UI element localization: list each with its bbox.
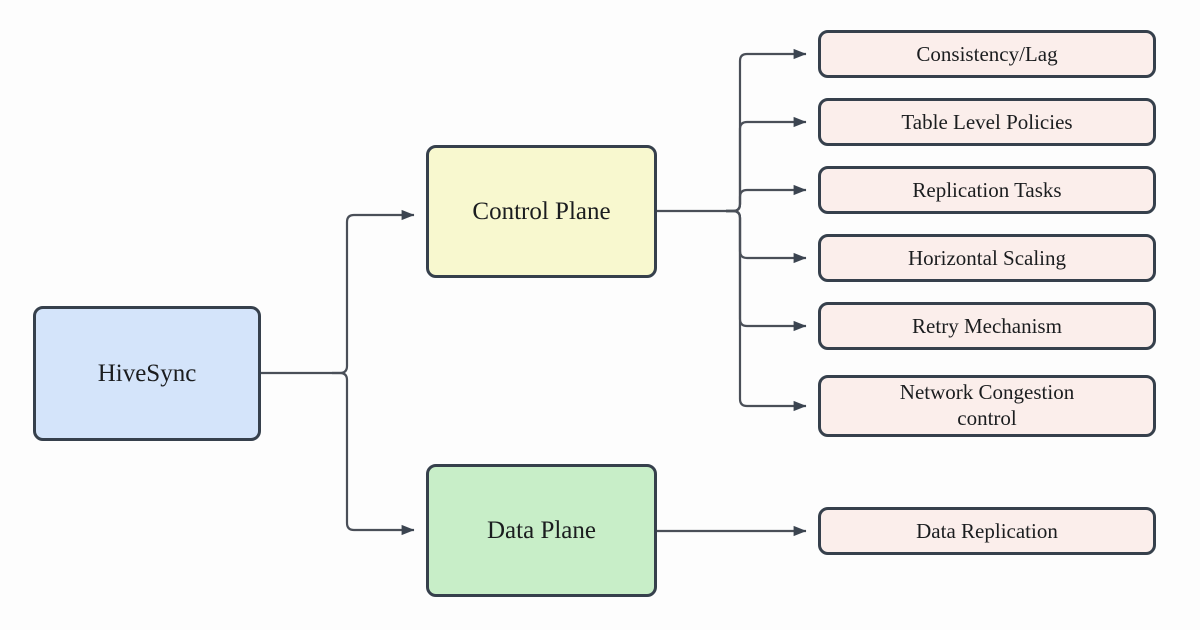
edge-control-to-consistency-lag <box>726 48 807 213</box>
edge-control-to-replication-tasks <box>726 184 807 213</box>
node-replication-tasks-label: Replication Tasks <box>912 177 1062 202</box>
node-control-plane-label: Control Plane <box>472 197 611 225</box>
node-consistency-lag[interactable]: Consistency/Lag <box>818 30 1156 78</box>
edge-hivesync-to-control-plane <box>332 209 415 375</box>
edge-control-to-table-level-policies <box>726 116 807 213</box>
node-network-congestion-control-label-line2: control <box>957 406 1017 430</box>
node-table-level-policies-label: Table Level Policies <box>901 109 1073 134</box>
node-data-replication[interactable]: Data Replication <box>818 507 1156 555</box>
node-table-level-policies[interactable]: Table Level Policies <box>818 98 1156 146</box>
node-network-congestion-control-label-line1: Network Congestion <box>899 380 1075 405</box>
edge-control-to-retry-mechanism <box>726 209 807 332</box>
node-horizontal-scaling-label: Horizontal Scaling <box>907 245 1067 270</box>
edge-hivesync-to-data-plane <box>332 371 415 536</box>
node-data-replication-label: Data Replication <box>916 518 1058 543</box>
edge-control-to-horizontal-scaling <box>726 209 807 264</box>
node-retry-mechanism[interactable]: Retry Mechanism <box>818 302 1156 350</box>
node-data-plane-label: Data Plane <box>487 516 596 544</box>
node-retry-mechanism-label: Retry Mechanism <box>912 313 1062 338</box>
edge-control-to-network-congestion-control <box>726 209 807 412</box>
node-horizontal-scaling[interactable]: Horizontal Scaling <box>818 234 1156 282</box>
node-replication-tasks[interactable]: Replication Tasks <box>818 166 1156 214</box>
node-hivesync[interactable]: HiveSync <box>33 306 261 441</box>
node-data-plane[interactable]: Data Plane <box>426 464 657 597</box>
node-network-congestion-control[interactable]: Network Congestion control <box>818 375 1156 437</box>
node-control-plane[interactable]: Control Plane <box>426 145 657 278</box>
node-hivesync-label: HiveSync <box>97 359 197 387</box>
node-consistency-lag-label: Consistency/Lag <box>916 41 1058 66</box>
